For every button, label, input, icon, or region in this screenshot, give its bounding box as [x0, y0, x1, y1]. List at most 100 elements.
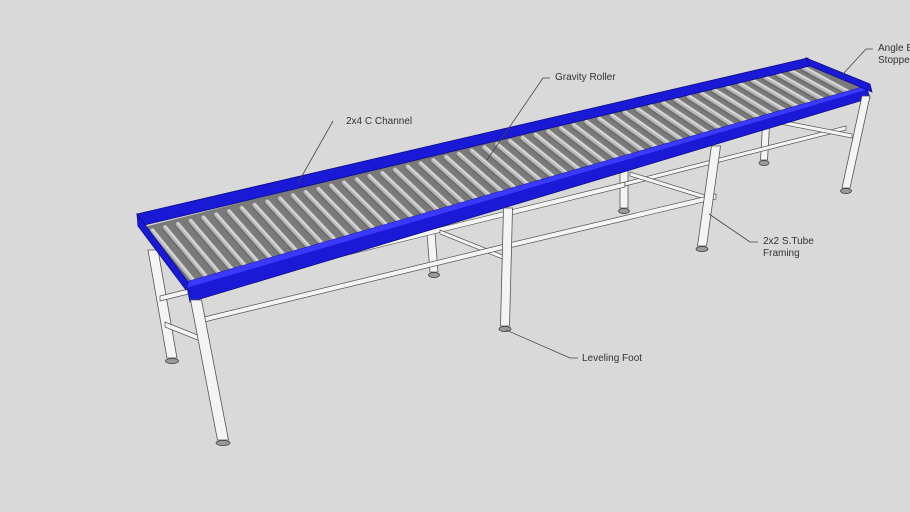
front-leg	[697, 145, 721, 247]
roller	[188, 218, 238, 276]
roller	[763, 74, 820, 110]
leveling-foot	[215, 440, 231, 446]
roller-highlight	[611, 113, 663, 151]
roller-highlight	[343, 180, 391, 229]
roller	[507, 138, 561, 184]
roller	[597, 116, 652, 158]
leader-lines	[297, 48, 873, 359]
roller-highlight	[764, 75, 818, 107]
roller-highlight	[751, 78, 805, 111]
roller-highlight	[215, 212, 262, 266]
label-c-channel: 2x4 C Channel	[346, 116, 413, 127]
roller-highlight	[560, 126, 611, 166]
roller-highlight	[649, 104, 702, 140]
roller	[303, 189, 354, 243]
gravity-rollers	[140, 60, 868, 289]
leveling-foot	[498, 326, 512, 332]
roller	[584, 119, 639, 161]
roller	[162, 224, 212, 283]
roller-highlight	[368, 174, 417, 221]
roller-highlight	[407, 164, 456, 210]
roller-highlight	[700, 91, 753, 125]
label-angle-stopper: Angle B Stopper	[878, 43, 910, 67]
roller-highlight	[688, 94, 740, 129]
cross-beam	[629, 171, 709, 201]
roller	[520, 135, 574, 180]
leveling-foot	[840, 188, 852, 194]
front-c-channel-lip	[186, 86, 866, 288]
roller-highlight	[483, 145, 534, 188]
left-end-channel	[136, 212, 189, 291]
roller	[686, 94, 742, 132]
roller	[150, 228, 199, 287]
roller	[316, 186, 367, 239]
roller	[367, 173, 419, 224]
roller-highlight	[790, 69, 844, 100]
roller-highlight	[381, 171, 430, 218]
roller-highlight	[637, 107, 689, 144]
roller	[622, 110, 677, 150]
roller	[571, 122, 626, 165]
roller-highlight	[190, 219, 236, 273]
back-leg	[619, 169, 629, 209]
label-angle-stopper-line2: Stopper	[878, 55, 910, 66]
roller	[673, 97, 729, 136]
roller	[456, 151, 509, 198]
front-leg	[190, 299, 229, 441]
front-leg	[841, 95, 871, 189]
roller-highlight	[394, 168, 443, 214]
roller-highlight	[228, 209, 275, 262]
roller-highlight	[177, 222, 223, 277]
leveling-foot	[758, 160, 770, 166]
angle-stopper	[805, 57, 873, 93]
roller	[660, 100, 716, 139]
leader-tube-framing	[708, 213, 758, 243]
roller	[226, 209, 277, 265]
roller-highlight	[445, 155, 495, 199]
roller	[405, 164, 458, 213]
roller-highlight	[151, 228, 198, 284]
roller	[341, 180, 393, 232]
label-gravity-roller: Gravity Roller	[555, 72, 616, 83]
roller	[443, 154, 496, 202]
roller-highlight	[279, 196, 327, 247]
back-beam	[624, 125, 847, 187]
roller	[609, 113, 664, 154]
roller-highlight	[598, 117, 650, 155]
roller-highlight	[726, 85, 779, 118]
roller	[265, 199, 316, 254]
roller-highlight	[662, 101, 714, 137]
roller-highlight	[585, 120, 637, 159]
roller	[379, 170, 432, 220]
leveling-foot	[165, 358, 179, 364]
label-tube-framing-line1: 2x2 S.Tube	[763, 236, 814, 247]
back-leg	[760, 125, 770, 161]
roller	[494, 141, 548, 187]
c-channel-rails	[136, 57, 873, 303]
roller	[469, 148, 522, 195]
roller-highlight	[471, 148, 521, 192]
label-angle-stopper-line1: Angle B	[878, 43, 910, 54]
roller	[328, 183, 380, 235]
roller-highlight	[164, 225, 210, 281]
roller-highlight	[432, 158, 482, 203]
roller-highlight	[675, 97, 727, 133]
roller	[354, 177, 406, 228]
label-leveling-foot: Leveling Foot	[582, 353, 643, 364]
roller-highlight	[419, 161, 469, 207]
roller-highlight	[202, 216, 249, 269]
roller-highlight	[253, 203, 301, 255]
leveling-foot	[618, 208, 630, 214]
roller	[431, 157, 484, 206]
roller-highlight	[547, 129, 598, 170]
leader-leveling-foot	[505, 329, 578, 359]
roller	[418, 161, 471, 209]
roller-highlight	[330, 184, 378, 233]
roller	[290, 193, 341, 246]
roller	[175, 221, 225, 280]
roller-highlight	[534, 133, 585, 173]
leader-angle-stopper	[842, 48, 873, 75]
roller	[635, 106, 690, 147]
roller	[239, 205, 290, 261]
front-leg	[500, 207, 513, 327]
